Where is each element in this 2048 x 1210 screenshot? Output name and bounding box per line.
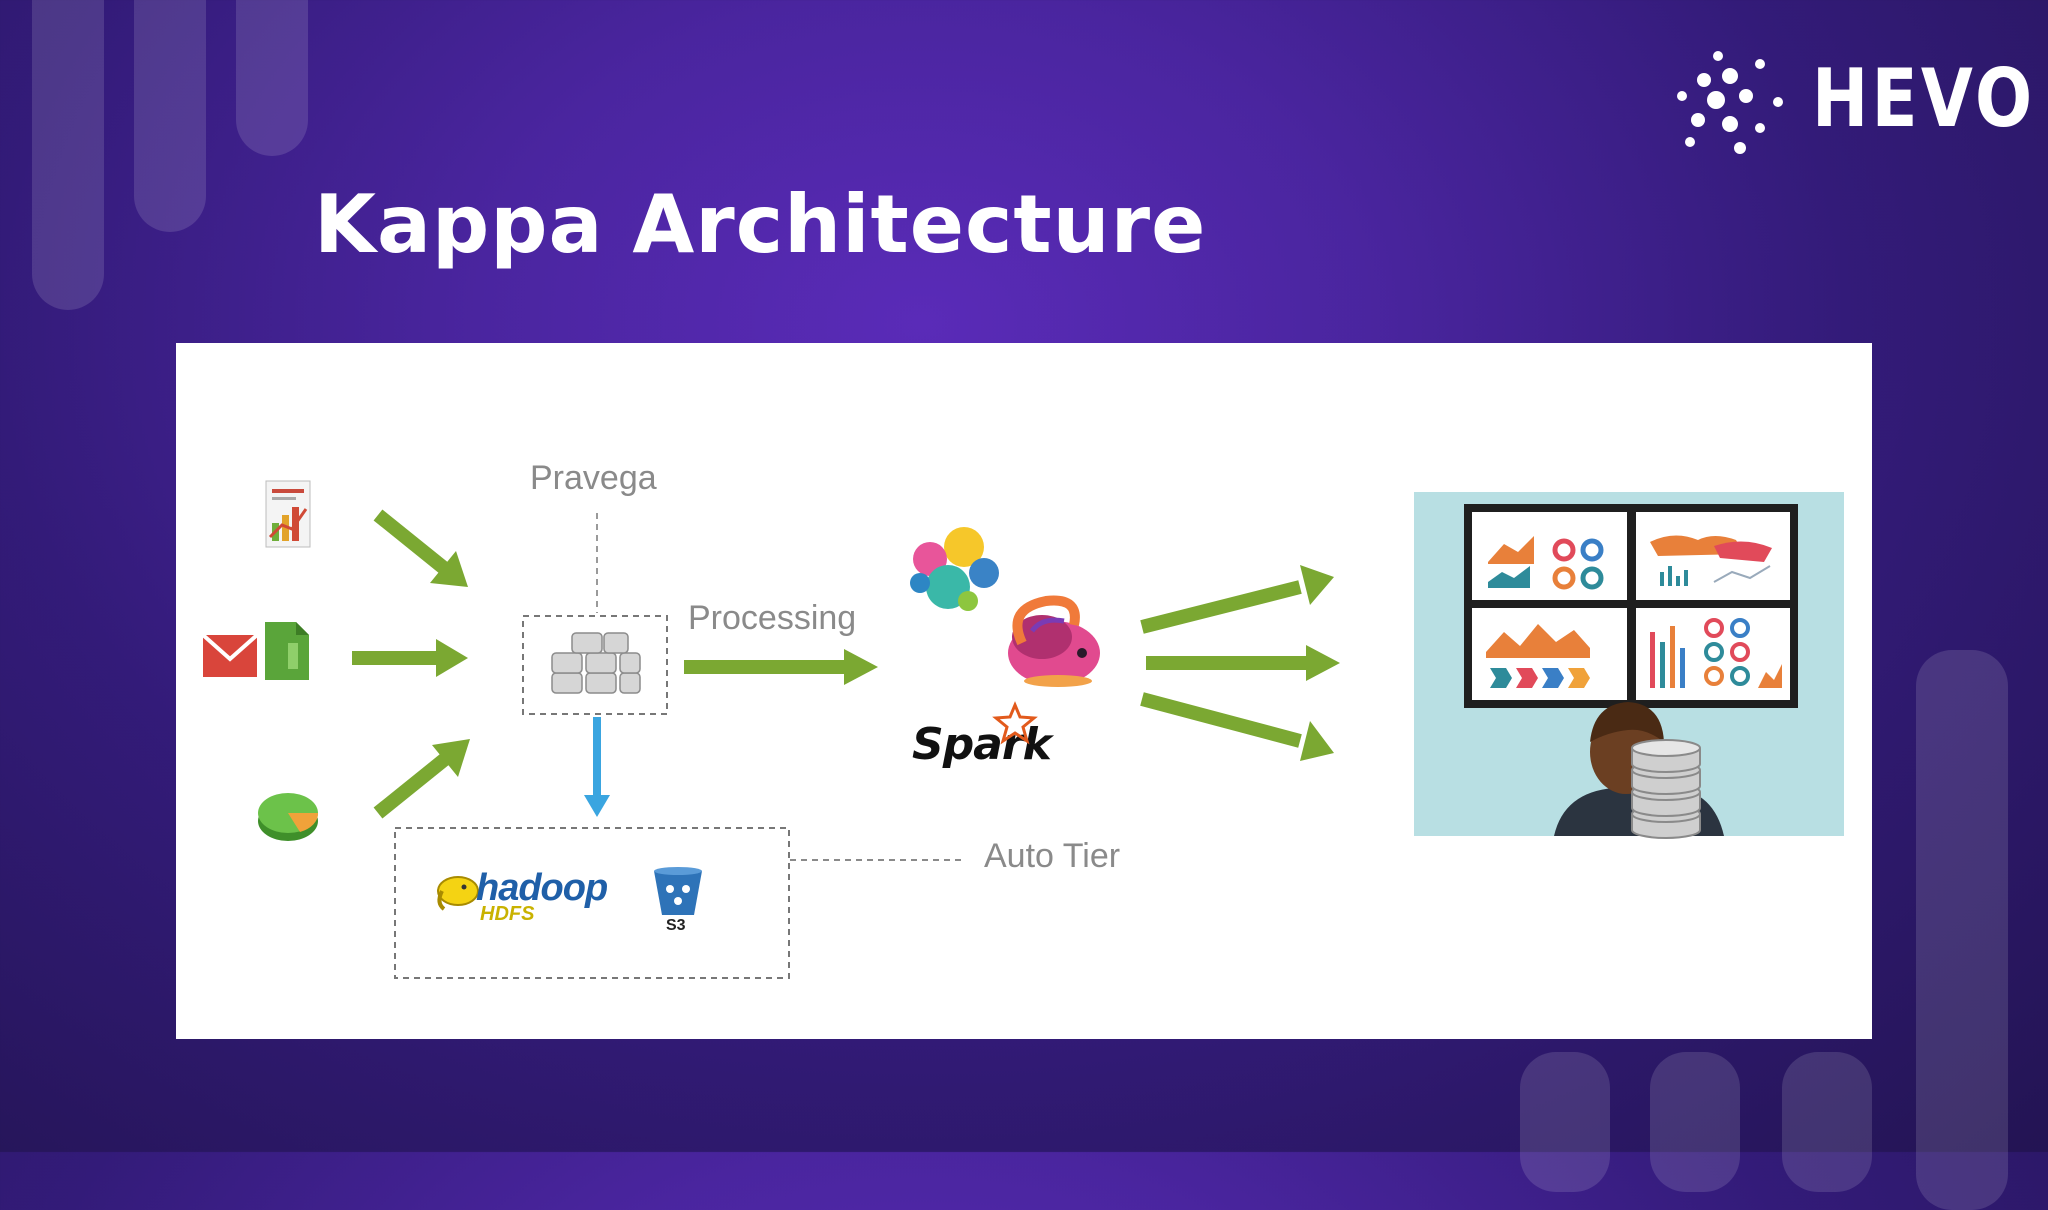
email-envelope-icon [201,633,259,677]
output-arrow [1140,565,1334,634]
database-icon [551,632,641,694]
storage-arrow [584,717,610,817]
source-arrow [373,739,470,819]
brand-name: HEVO [1812,52,2036,145]
decor-pill [236,0,308,156]
pravega-label: Pravega [530,459,657,497]
database-stack-icon [1631,739,1701,839]
page-title: Kappa Architecture [314,178,1207,271]
auto-tier-connector [790,859,966,861]
flink-squirrel-icon [1008,595,1100,687]
output-arrow [1146,645,1340,681]
processing-arrow [684,649,878,685]
decor-pill [32,0,104,310]
pie-chart-icon [258,793,319,841]
source-arrow [373,509,468,587]
decor-pill [1650,1052,1740,1192]
decor-pill [134,0,206,232]
s3-bucket-icon [654,867,702,915]
decor-pill [1782,1052,1872,1192]
mini-charts-icon [1486,535,1782,688]
auto-tier-label: Auto Tier [984,837,1121,875]
spreadsheet-file-icon [265,622,309,680]
spark-star-icon [992,701,1038,745]
s3-label: S3 [666,917,686,934]
storage-tier-box [394,827,790,979]
hevo-logo-icon [1677,51,1783,154]
spark-logo-text: Spark [912,719,1052,770]
decor-pill [1520,1052,1610,1192]
pravega-stream-box [522,615,668,715]
hdfs-logo-text: HDFS [480,903,535,925]
output-arrow [1140,692,1334,761]
hadoop-logo-text: hadoop [476,867,608,909]
report-document-icon [265,480,311,548]
decor-pill [1916,650,2008,1210]
pravega-connector [596,513,598,613]
hadoop-elephant-icon [437,876,479,911]
elastic-logo-icon [910,527,999,611]
processing-label: Processing [688,599,857,637]
source-arrow [352,639,468,677]
analyst-dashboard-illustration [1414,492,1844,839]
diagram-panel: Pravega Processing hadoop HDFS S3 [176,343,1872,1039]
